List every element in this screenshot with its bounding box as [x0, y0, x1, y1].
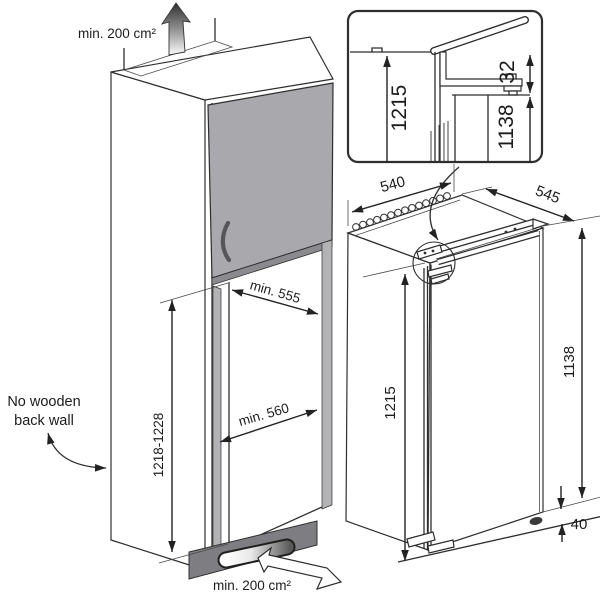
- floor-line: [397, 516, 600, 563]
- bottom-airflow-arrow: [257, 546, 343, 590]
- door-handle: [220, 220, 232, 263]
- depth-ext-bottom: [542, 215, 600, 227]
- inset-slide-rail: [430, 16, 529, 55]
- top-hinge-bracket: [416, 244, 453, 285]
- back-wall-note: No wooden back wall: [7, 394, 107, 472]
- height-label: 1215: [382, 386, 399, 419]
- hinge-circle-callout: [412, 241, 456, 285]
- hinge-rail-upper: [435, 218, 550, 254]
- cabinet-drawing: min. 200 cm² min. 200 cm² 1218-1228 min.…: [7, 2, 343, 593]
- inset-appliance-height-label: 1138: [495, 104, 518, 149]
- inset-hinge-pin: [503, 85, 522, 92]
- niche-width-arrow: [219, 409, 318, 443]
- width-dimension-arrow: [351, 182, 452, 213]
- back-wall-note-arrow: [47, 432, 107, 472]
- depth-dimension-arrow: [485, 188, 575, 222]
- hinge-detail-inset: 1215 32 1138: [346, 9, 544, 164]
- fridge-door-gap-lines: [423, 231, 540, 550]
- bottom-ext-line: [542, 496, 600, 513]
- rail-end-tip: [532, 218, 550, 230]
- width-label: 540: [379, 173, 408, 196]
- top-vent-label: min. 200 cm²: [78, 26, 157, 41]
- niche-height-ext-bottom: [158, 543, 229, 564]
- plinth-vent-slot: [219, 540, 294, 567]
- hinge-rail-lower: [437, 229, 540, 266]
- niche-depth-arrow: [231, 289, 319, 315]
- depth-label: 545: [533, 182, 562, 207]
- base-gap-arrows: [557, 486, 566, 542]
- leveling-foot: [529, 517, 543, 525]
- appliance-drawing: 540 545 1215 1138 40: [345, 164, 600, 563]
- niche-left-wall: [212, 285, 222, 552]
- depth-ext-top: [461, 186, 493, 195]
- height-ext-top: [362, 262, 426, 278]
- top-airflow-arrow: [160, 2, 191, 56]
- base-gap-label: 40: [571, 516, 588, 533]
- inset-niche-height-label: 1215: [388, 85, 411, 132]
- inset-hinge-bracket: [439, 51, 523, 87]
- cabinet-top-face: [110, 36, 334, 101]
- niche-right-wall: [321, 239, 333, 510]
- back-wall-note-line2: back wall: [14, 413, 74, 429]
- inset-top-gap-label: 32: [496, 60, 519, 83]
- bottom-vent-label: min. 200 cm²: [213, 578, 292, 593]
- niche-width-label: min. 560: [237, 400, 291, 429]
- back-wall-note-line1: No wooden: [7, 394, 80, 410]
- inset-door-lines: [430, 121, 449, 162]
- inset-bracket-tab: [505, 73, 517, 79]
- body-height-label: 1138: [561, 346, 578, 378]
- niche-height-ext-top: [159, 282, 229, 304]
- inset-bracket-bump: [371, 47, 383, 52]
- niche-height-label: 1218-1228: [151, 413, 166, 478]
- cabinet-side-panel: [110, 71, 206, 571]
